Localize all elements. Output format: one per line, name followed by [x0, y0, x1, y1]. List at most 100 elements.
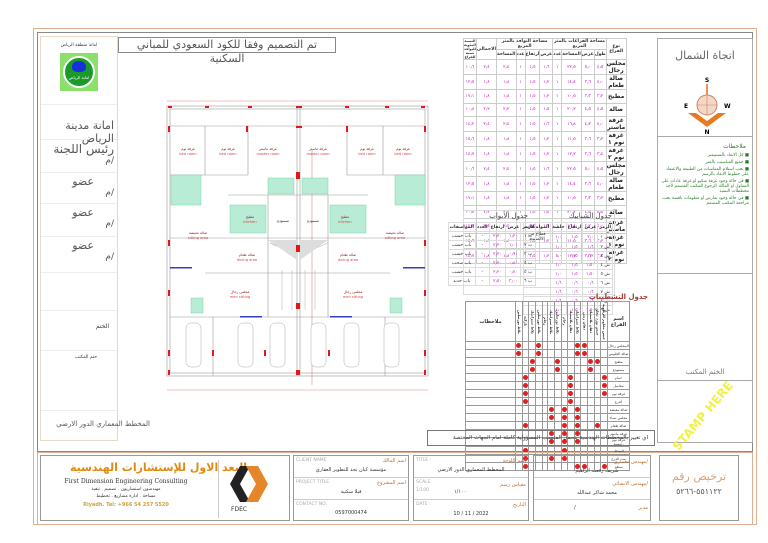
value-cell: ٤٫٠ — [593, 74, 607, 90]
room-label-men-1: مجلس رجال — [231, 290, 250, 294]
client-name: مؤسسة كيان نجد للتطوير العقاري — [315, 467, 387, 473]
value-cell: ١ — [552, 161, 563, 178]
approval-panel: امانة منطقة الرياض امانة الرياض امانة مد… — [40, 36, 118, 441]
finish-marker-dot — [568, 390, 574, 396]
value-cell: ٣٫٦ — [580, 74, 595, 90]
finish-marker-dot — [581, 350, 587, 356]
value-cell: ١٫٢ — [539, 191, 554, 206]
finish-row: حمام — [465, 373, 630, 382]
room-label-bed-1: غرفة نوم — [181, 147, 195, 152]
value-cell: ٢٠٫٢ — [561, 204, 582, 220]
finish-marker-dot — [561, 406, 567, 412]
value-cell: ١ — [552, 116, 563, 133]
value-cell: ١ — [515, 131, 526, 148]
architect-name: شريف رفعت ابراهيم — [575, 468, 619, 474]
value-cell: ١٫٥ — [524, 176, 541, 193]
room-name-cell: غرفة نوم ١ — [605, 131, 627, 148]
value-cell: ١٫٥ — [524, 161, 541, 178]
value-cell: ١٫٨ — [475, 74, 498, 90]
value-cell: ١ — [552, 102, 563, 118]
finish-marker-dot — [548, 439, 554, 444]
finish-marker-dot — [561, 447, 567, 453]
drawing-label: المخطط المعماري الدور الارضي — [56, 420, 150, 428]
svg-text:sitting area: sitting area — [385, 236, 405, 240]
value-cell: ١٫٥ — [524, 59, 541, 75]
note-item: ■ في حالة وجود تعارض او معلومات ناقصة يج… — [662, 196, 749, 206]
fdec-brand: FDEC — [231, 506, 248, 513]
finish-column-header: بلاط سيراميك — [528, 301, 537, 342]
finish-marker-dot — [561, 455, 567, 461]
note-item: ■ جميع المناسيب بالمتر — [705, 160, 749, 165]
finish-marker-dot — [575, 342, 581, 348]
value-cell: ١٤٫٤ — [561, 176, 582, 193]
finish-marker-dot — [595, 422, 601, 428]
svg-text:kitchen: kitchen — [338, 220, 351, 224]
finish-marker-dot — [588, 366, 594, 372]
code-compliance-title: تم التصميم وفقا للكود السعودي للمباني ال… — [118, 37, 336, 65]
room-label-men-2: مجلس رجال — [344, 290, 363, 294]
finish-marker-dot — [529, 358, 535, 364]
value-cell: ٢٫٤ — [475, 59, 498, 75]
value-cell: ٥٫٠ — [580, 59, 595, 75]
value-cell: ١ — [552, 74, 563, 90]
value-cell: ١٢٫٥ — [463, 176, 477, 193]
value-cell: ١ — [552, 191, 563, 206]
room-name-cell: مطبخ — [605, 191, 627, 206]
scale-value: ١/١٠٠ — [454, 489, 467, 495]
value-cell: ٤٫٥ — [593, 161, 607, 178]
value-cell: ١ — [515, 116, 526, 133]
engineers-box: مهندس معماري/شريف رفعت ابراهيم مهندس الا… — [533, 455, 651, 521]
value-cell: ١١٫٥ — [561, 131, 582, 148]
value-cell: ١٫٥ — [539, 102, 554, 118]
date-value: 10 / 11 / 2022 — [453, 511, 489, 517]
room-label-bed-4: غرفة نوم — [396, 147, 410, 152]
value-cell: ١٫٥ — [524, 131, 541, 148]
finish-marker-dot — [601, 390, 607, 396]
value-cell: ١٢٫٥ — [463, 74, 477, 90]
value-cell: ٣٫٣ — [580, 191, 595, 206]
value-cell: ٢٢٫٥ — [561, 59, 582, 75]
value-cell: ١٫٥ — [524, 146, 541, 163]
room-label-bed-3: غرفة نوم — [360, 147, 374, 152]
value-cell: ٢٫٤ — [475, 161, 498, 178]
committee-head: رئيس اللجنة — [53, 142, 114, 156]
value-cell: ١٫٥ — [524, 74, 541, 90]
value-cell: ١٫٨ — [496, 74, 517, 90]
value-cell: ٤٫٢ — [580, 116, 595, 133]
change-liability-note: اي تغيير بالمخططات الهندسية يتحمل المتسب… — [427, 430, 655, 446]
company-box: البعد الاول للإستشارات الهندسية First Di… — [40, 455, 290, 521]
value-cell: ١٫٢ — [539, 146, 554, 163]
value-cell: ١ — [515, 102, 526, 118]
value-cell: ١٠٫٥ — [561, 89, 582, 104]
right-panel: اتجاة الشمال S E W N ملاحظات ■ كل الابعا… — [657, 38, 753, 453]
finish-marker-dot — [523, 390, 529, 396]
finish-column-header: دهان زيتي — [580, 301, 589, 342]
office-seal-label: ختم المكتب — [74, 355, 97, 360]
finish-column-header: جبس مقاوم للرطوبة — [600, 301, 608, 342]
value-cell: ١٫٨ — [475, 146, 498, 163]
finish-row: سطح — [465, 462, 630, 471]
value-cell: ٢٫٤ — [496, 59, 517, 75]
value-cell: ١ — [515, 161, 526, 178]
value-cell: ١٫٥ — [524, 102, 541, 118]
fdec-logo-icon — [230, 466, 268, 502]
value-cell: ٣٫٢ — [593, 89, 607, 104]
note-item: ■ يجب استلام المقاسات من الطبيعة والاعتم… — [665, 167, 749, 177]
finish-marker-dot — [575, 430, 581, 436]
svg-text:men sitting: men sitting — [230, 295, 250, 299]
title-block-frame — [37, 452, 753, 525]
value-cell: ٣٫٣ — [580, 89, 595, 104]
company-contact: Riyadh. Tel: +966 54 257 5520 — [83, 502, 169, 508]
value-cell: ٢٫٤ — [496, 161, 517, 178]
finish-column-header: بلاط سيراميك — [547, 301, 555, 342]
value-cell: ١ — [515, 146, 526, 163]
finish-marker-dot — [529, 366, 535, 372]
